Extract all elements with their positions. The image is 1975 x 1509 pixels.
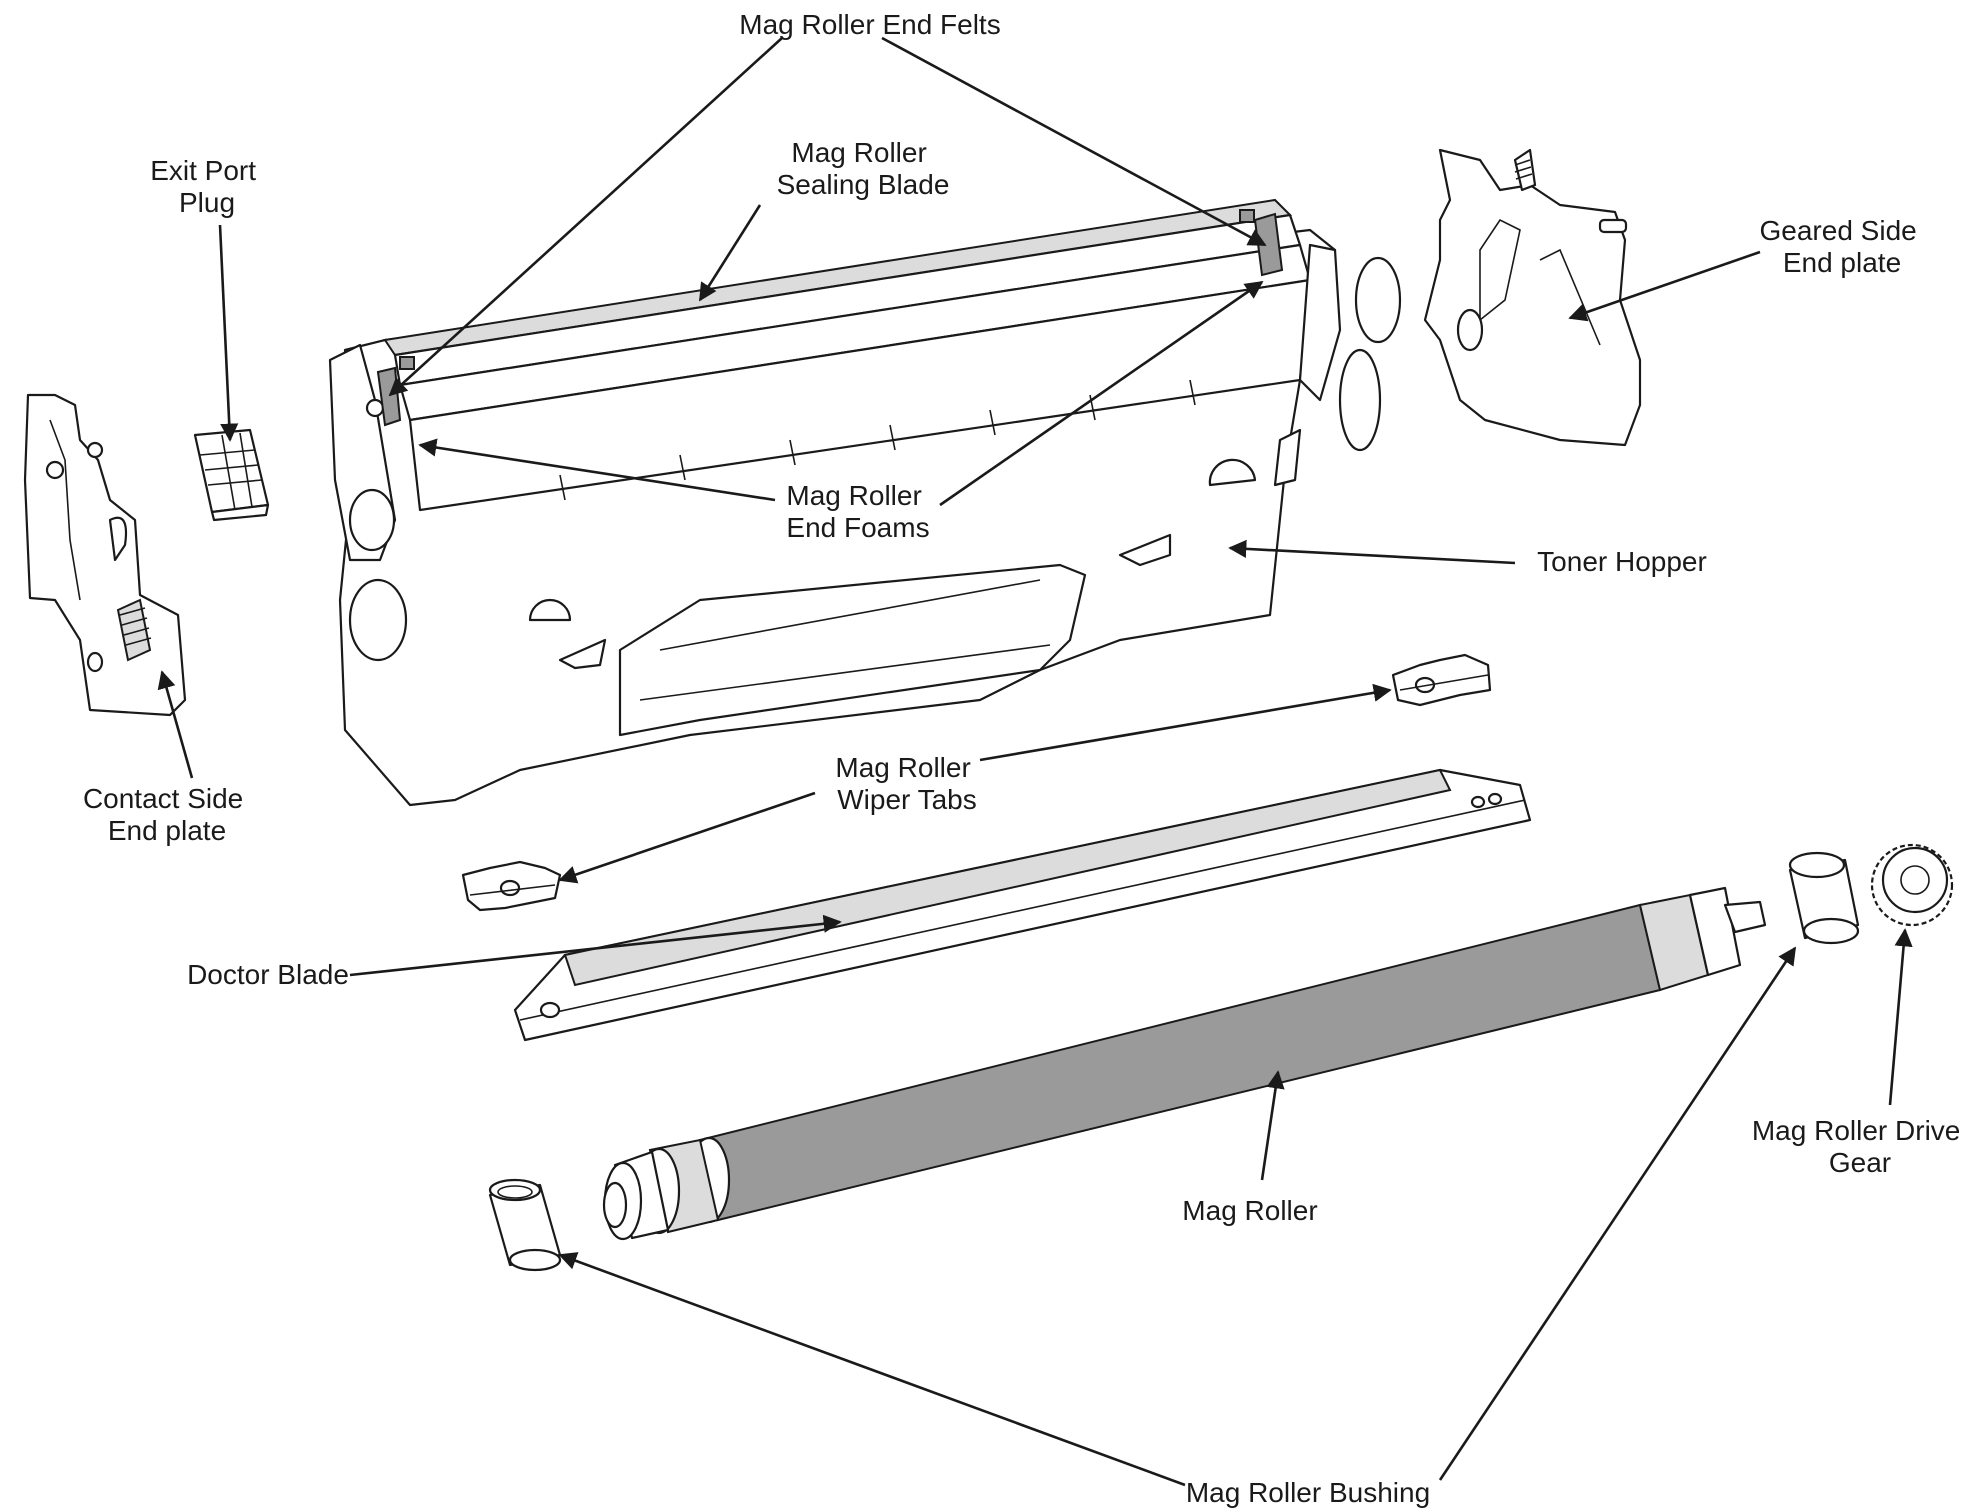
label-mag-roller-bushing: Mag Roller Bushing <box>1186 1477 1430 1508</box>
mag-roller-bushing-left-part <box>488 1178 562 1272</box>
label-contact-side-end-plate: Contact Side End plate <box>83 783 251 846</box>
label-mag-roller-wiper-tabs: Mag Roller Wiper Tabs <box>835 752 978 815</box>
mag-roller-wiper-tab-right-part <box>1391 653 1492 707</box>
leader-end-felts-right <box>881 36 1267 247</box>
mag-roller-drive-gear-part <box>1870 843 1954 927</box>
label-exit-port-plug: Exit Port Plug <box>150 155 264 218</box>
label-geared-side-end-plate: Geared Side End plate <box>1760 215 1925 278</box>
exit-port-plug-part <box>193 428 270 522</box>
toner-hopper-part <box>328 198 1402 807</box>
leader-mag-roller <box>1260 1070 1285 1181</box>
leader-drive-gear <box>1888 928 1913 1106</box>
label-mag-roller: Mag Roller <box>1182 1195 1317 1226</box>
label-mag-roller-end-foams: Mag Roller End Foams <box>786 480 929 543</box>
leader-contact-side-end-plate <box>157 670 194 779</box>
mag-roller-part <box>602 886 1767 1241</box>
leader-end-felts-left <box>388 37 783 397</box>
mag-roller-bushing-right-part <box>1788 851 1860 945</box>
leader-bushing-left <box>558 1252 1186 1487</box>
leader-wiper-tabs-left <box>558 791 816 884</box>
contact-side-end-plate-part <box>23 393 187 717</box>
leader-geared-side-end-plate <box>1568 250 1761 322</box>
label-mag-roller-end-felts: Mag Roller End Felts <box>739 9 1000 40</box>
leader-wiper-tabs-right <box>979 683 1392 762</box>
leader-lines <box>157 36 1913 1487</box>
labels: Mag Roller End Felts Exit Port Plug Mag … <box>83 9 1968 1508</box>
leader-end-foams-right <box>939 280 1264 507</box>
label-doctor-blade: Doctor Blade <box>187 959 349 990</box>
doctor-blade-part <box>513 768 1532 1042</box>
leader-doctor-blade <box>349 914 842 977</box>
label-toner-hopper: Toner Hopper <box>1537 546 1707 577</box>
label-mag-roller-drive-gear: Mag Roller Drive Gear <box>1752 1115 1968 1178</box>
mag-roller-wiper-tab-left-part <box>461 860 562 912</box>
geared-side-end-plate-part <box>1423 148 1642 447</box>
leader-bushing-right <box>1438 946 1797 1481</box>
leader-exit-port-plug <box>218 224 239 442</box>
leader-sealing-blade <box>698 204 762 302</box>
leader-toner-hopper <box>1228 539 1516 565</box>
label-mag-roller-sealing-blade: Mag Roller Sealing Blade <box>777 137 950 200</box>
leader-end-foams-left <box>418 438 776 502</box>
